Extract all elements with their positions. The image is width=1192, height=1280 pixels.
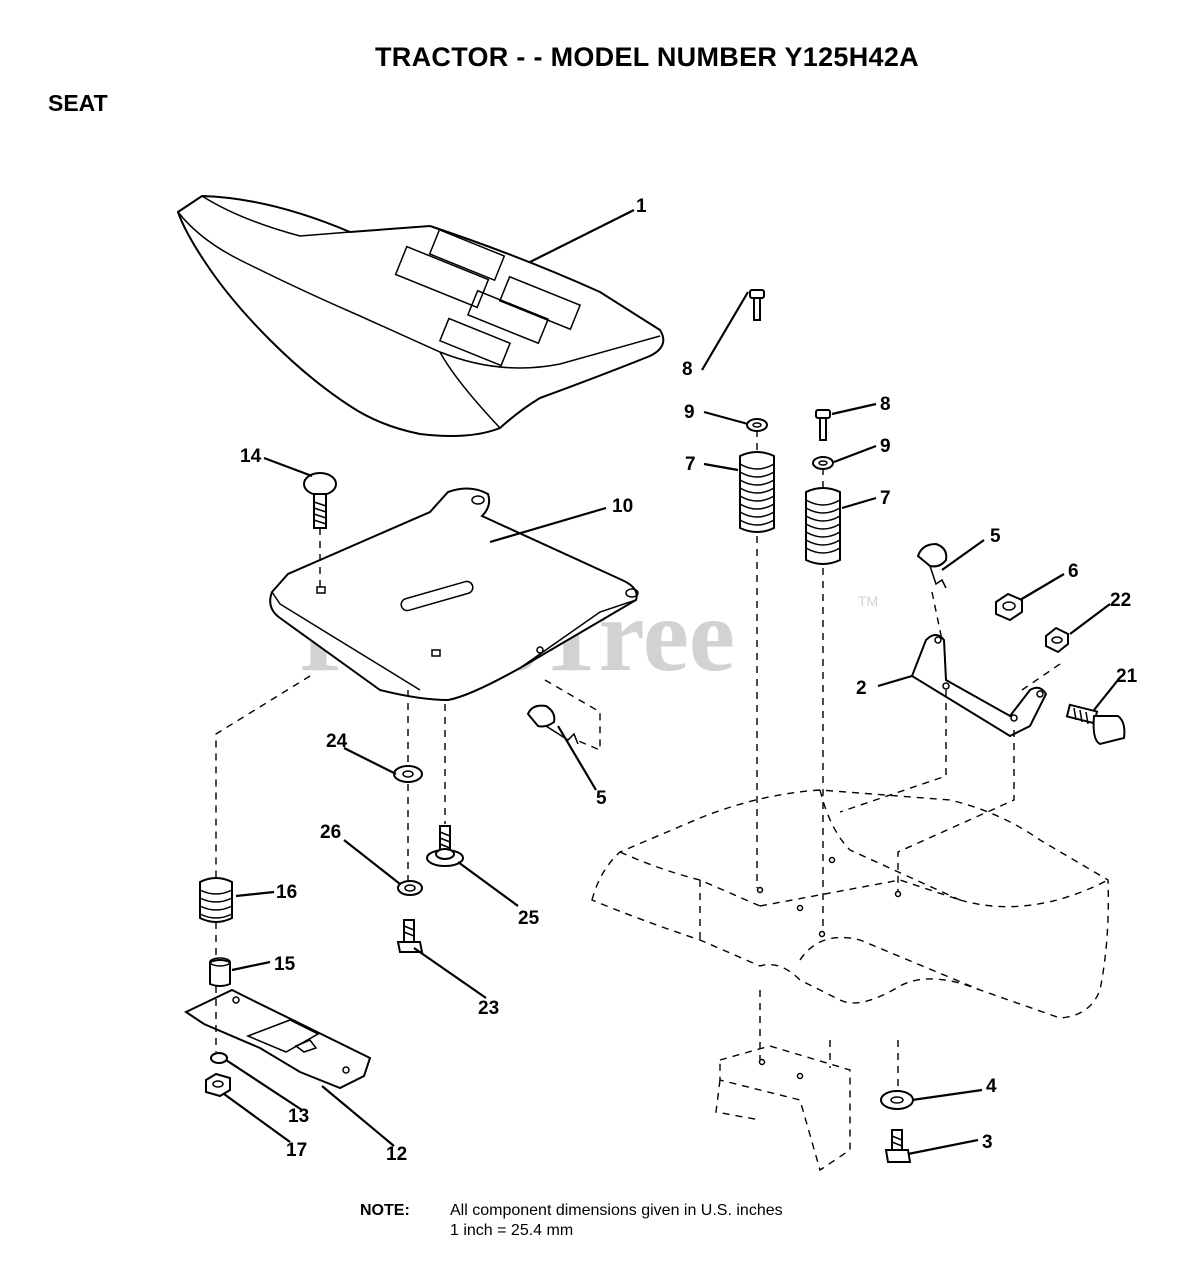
note-label: NOTE: [360, 1202, 410, 1219]
callout-24: 24 [326, 731, 348, 752]
callout-22: 22 [1110, 590, 1131, 611]
callout-13: 13 [288, 1106, 309, 1127]
callout-7-left: 7 [685, 454, 696, 475]
callout-7-right: 7 [880, 488, 891, 509]
assembly-guide-lines [215, 430, 1061, 1088]
callout-1: 1 [636, 196, 647, 217]
callout-4: 4 [986, 1076, 997, 1097]
bracket-part [910, 634, 1048, 738]
hex-bolt-23-part [396, 919, 424, 953]
hex-bolt-3-part [884, 1129, 912, 1163]
seat-part [176, 194, 665, 437]
callout-21: 21 [1116, 666, 1138, 687]
mounting-plate-part [183, 988, 372, 1090]
trademark: TM [858, 593, 878, 609]
callout-10: 10 [612, 496, 633, 517]
note-line-1: All component dimensions given in U.S. i… [450, 1202, 783, 1219]
flange-bolt-part [426, 825, 464, 867]
spring-16-part [199, 877, 233, 923]
callout-15: 15 [274, 954, 296, 975]
nut-small-part [1045, 626, 1069, 654]
washer-4-part [880, 1090, 914, 1110]
washer-26-part [397, 880, 423, 896]
callout-12: 12 [386, 1144, 407, 1165]
clip-upper-part [916, 542, 948, 589]
callout-9-left: 9 [684, 402, 695, 423]
callout-8-right: 8 [880, 394, 891, 415]
clip-lower-part [526, 704, 579, 745]
leader-lines [223, 209, 1119, 1156]
seat-pan-part [269, 487, 639, 702]
note-line-2: 1 inch = 25.4 mm [450, 1222, 574, 1239]
callout-8-left: 8 [682, 359, 693, 380]
callout-17: 17 [286, 1140, 307, 1161]
callout-25: 25 [518, 908, 540, 929]
spacer-15-part [209, 957, 231, 987]
nut-part [995, 592, 1023, 622]
callout-6: 6 [1068, 561, 1079, 582]
washer-24-part [393, 765, 423, 783]
callout-16: 16 [276, 882, 297, 903]
nut-17-part [205, 1072, 231, 1098]
callout-3: 3 [982, 1132, 993, 1153]
callout-5-upper: 5 [990, 526, 1001, 547]
callout-9-right: 9 [880, 436, 891, 457]
page-title: TRACTOR - - MODEL NUMBER Y125H42A [375, 42, 919, 72]
callout-14: 14 [240, 446, 262, 467]
shoulder-bolt-part [1065, 703, 1126, 746]
carriage-bolt-part [303, 472, 337, 529]
exploded-parts-diagram: PartsTree TM [176, 194, 1138, 1172]
callout-5-lower: 5 [596, 788, 607, 809]
callout-26: 26 [320, 822, 341, 843]
tractor-frame-outline [591, 789, 1110, 1172]
section-title: SEAT [48, 90, 108, 116]
dimension-note: NOTE: All component dimensions given in U… [360, 1201, 783, 1241]
callout-23: 23 [478, 998, 499, 1019]
nut-13-part [210, 1052, 228, 1064]
spring-stack-left [739, 289, 775, 533]
callout-2: 2 [856, 678, 867, 699]
spring-stack-right [805, 409, 841, 565]
